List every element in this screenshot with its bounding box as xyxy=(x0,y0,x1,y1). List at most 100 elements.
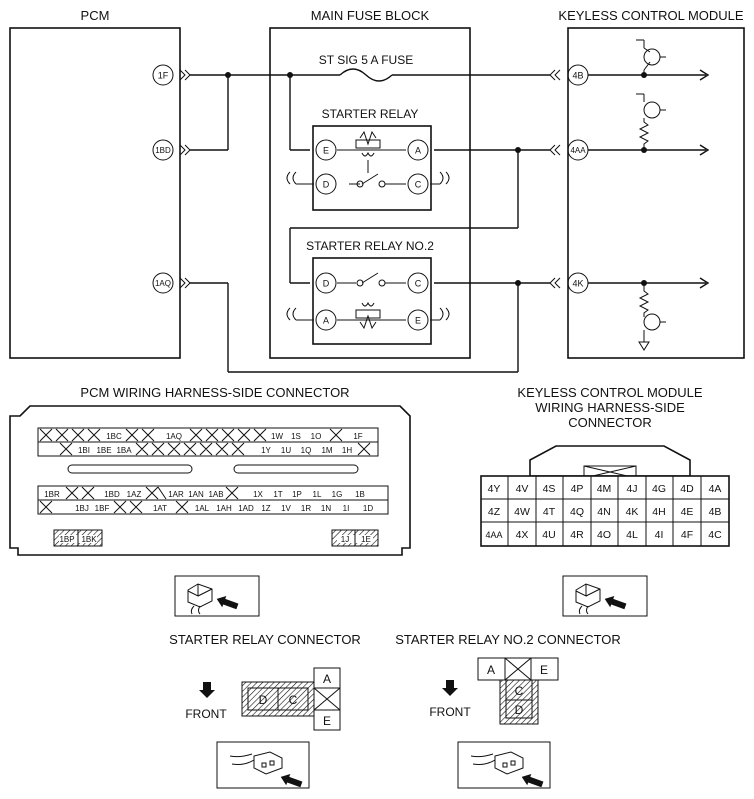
pcm-title: PCM xyxy=(81,8,110,23)
pcm-pin: 1BF xyxy=(95,504,110,513)
kcm-pin: 4M xyxy=(597,483,612,495)
relay1-pin-a: A xyxy=(407,139,429,161)
kcm-pin: 4Z xyxy=(488,506,501,518)
pcm-pin: 1BR xyxy=(44,490,60,499)
kcm-pin: 4F xyxy=(681,529,693,541)
starter-relay2-internals xyxy=(337,272,406,330)
svg-text:A: A xyxy=(415,146,421,156)
svg-text:ST SIG 5 A FUSE: ST SIG 5 A FUSE xyxy=(319,53,413,67)
kcm-pin: 4H xyxy=(652,506,665,518)
svg-text:FRONT: FRONT xyxy=(185,707,227,721)
relay2-pin-a: A xyxy=(315,309,337,331)
pcm-pin: 1AQ xyxy=(166,432,182,441)
pcm-box xyxy=(9,27,181,359)
pcm-pin: 1X xyxy=(253,490,263,499)
pcm-pin: 1W xyxy=(271,432,283,441)
kcm-pin: 4A xyxy=(709,483,722,495)
starter-relay2-label: STARTER RELAY NO.2 xyxy=(306,239,434,253)
sr2-pin: E xyxy=(540,663,548,677)
relay1-open-ends xyxy=(286,171,450,185)
pcm-terminal-1f: 1F xyxy=(152,64,174,86)
svg-text:1AQ: 1AQ xyxy=(155,279,171,288)
kcm-connector-title-1: KEYLESS CONTROL MODULE xyxy=(517,385,703,400)
pcm-pin: 1Y xyxy=(261,446,271,455)
svg-text:1BD: 1BD xyxy=(155,146,171,155)
pcm-pin: 1M xyxy=(321,446,332,455)
pcm-connector-title: PCM WIRING HARNESS-SIDE CONNECTOR xyxy=(80,385,349,400)
pcm-pin: 1AH xyxy=(216,504,232,513)
svg-text:1F: 1F xyxy=(158,71,169,81)
kcm-pin: 4D xyxy=(680,483,694,495)
sr2-front-indicator: FRONT xyxy=(429,680,471,719)
pcm-pin: 1AZ xyxy=(127,490,142,499)
sr-pin: D xyxy=(259,693,268,707)
kcm-pin: 4P xyxy=(571,483,584,495)
pcm-pin: 1U xyxy=(281,446,291,455)
pcm-pin: 1AL xyxy=(195,504,210,513)
pcm-pin: 1E xyxy=(361,535,371,544)
kcm-pin: 4C xyxy=(708,529,722,541)
sr-connector: D C A E xyxy=(241,667,341,731)
starter-relay-internals xyxy=(337,130,406,188)
pcm-connector-shell xyxy=(9,405,411,556)
pcm-connector-view-icon xyxy=(174,575,260,617)
pcm-pin: 1AN xyxy=(188,490,204,499)
pcm-pin: 1B xyxy=(355,490,365,499)
keyless-internals xyxy=(588,39,710,351)
wires xyxy=(190,72,550,373)
pcm-pin: 1L xyxy=(313,490,322,499)
pcm-pin: 1AD xyxy=(238,504,254,513)
kcm-pin: 4I xyxy=(655,529,664,541)
pcm-blank-pins xyxy=(39,428,371,514)
sr-connector-title: STARTER RELAY CONNECTOR xyxy=(169,632,361,647)
relay1-pin-c: C xyxy=(407,173,429,195)
kcm-pin: 4Y xyxy=(488,483,501,495)
pcm-pin: 1BP xyxy=(59,535,74,544)
relay2-pin-c: C xyxy=(407,272,429,294)
kcm-connector xyxy=(480,445,730,547)
fuse-block-title: MAIN FUSE BLOCK xyxy=(311,8,430,23)
pcm-pin: 1BK xyxy=(81,535,97,544)
pcm-pin: 1N xyxy=(321,504,331,513)
pcm-pin: 1AR xyxy=(168,490,184,499)
sr2-connector: A E C D xyxy=(477,657,559,725)
sr2-pin: A xyxy=(487,663,495,677)
keyless-title: KEYLESS CONTROL MODULE xyxy=(558,8,744,23)
kcm-pin: 4J xyxy=(626,483,637,495)
pcm-pin: 1I xyxy=(343,504,350,513)
svg-text:4B: 4B xyxy=(572,71,583,81)
sr-connector-view-icon xyxy=(216,741,310,789)
kcm-pin: 4Q xyxy=(570,506,584,518)
svg-text:4AA: 4AA xyxy=(570,146,586,155)
kcm-pin: 4K xyxy=(626,506,639,518)
kcm-pin: 4L xyxy=(626,529,638,541)
pcm-pin: 1F xyxy=(353,432,362,441)
pcm-pin: 1J xyxy=(341,535,349,544)
pcm-terminal-1bd: 1BD xyxy=(152,139,174,161)
pcm-pin: 1AT xyxy=(153,504,167,513)
pcm-pin: 1R xyxy=(301,504,311,513)
front-arrow-icon xyxy=(199,682,215,698)
relay2-pin-d: D xyxy=(315,272,337,294)
relay1-pin-e: E xyxy=(315,139,337,161)
pcm-pin: 1T xyxy=(273,490,282,499)
pcm-pin: 1Q xyxy=(301,446,312,455)
front-arrow-icon xyxy=(442,680,458,696)
sr2-connector-title: STARTER RELAY NO.2 CONNECTOR xyxy=(395,632,621,647)
kcm-pin: 4O xyxy=(597,529,611,541)
relay2-pin-e: E xyxy=(407,309,429,331)
pcm-pin: 1BJ xyxy=(75,504,89,513)
kcm-pin: 4E xyxy=(681,506,694,518)
svg-text:D: D xyxy=(323,180,330,190)
kcm-pin: 4U xyxy=(542,529,555,541)
pcm-lower-blocks: 1BP 1BK 1J 1E xyxy=(53,529,379,547)
starter-relay2-box xyxy=(312,257,432,345)
pcm-pin: 1S xyxy=(291,432,301,441)
svg-text:A: A xyxy=(323,316,329,326)
pcm-pin: 1H xyxy=(342,446,352,455)
pcm-pin-labels: 1BC 1AQ 1W 1S 1O 1F 1BI 1BE 1BA 1Y 1U 1Q… xyxy=(44,432,373,513)
kcm-pin: 4N xyxy=(597,506,610,518)
kcm-connector-title-2: WIRING HARNESS-SIDE xyxy=(535,400,685,415)
kcm-pin: 4V xyxy=(516,483,529,495)
